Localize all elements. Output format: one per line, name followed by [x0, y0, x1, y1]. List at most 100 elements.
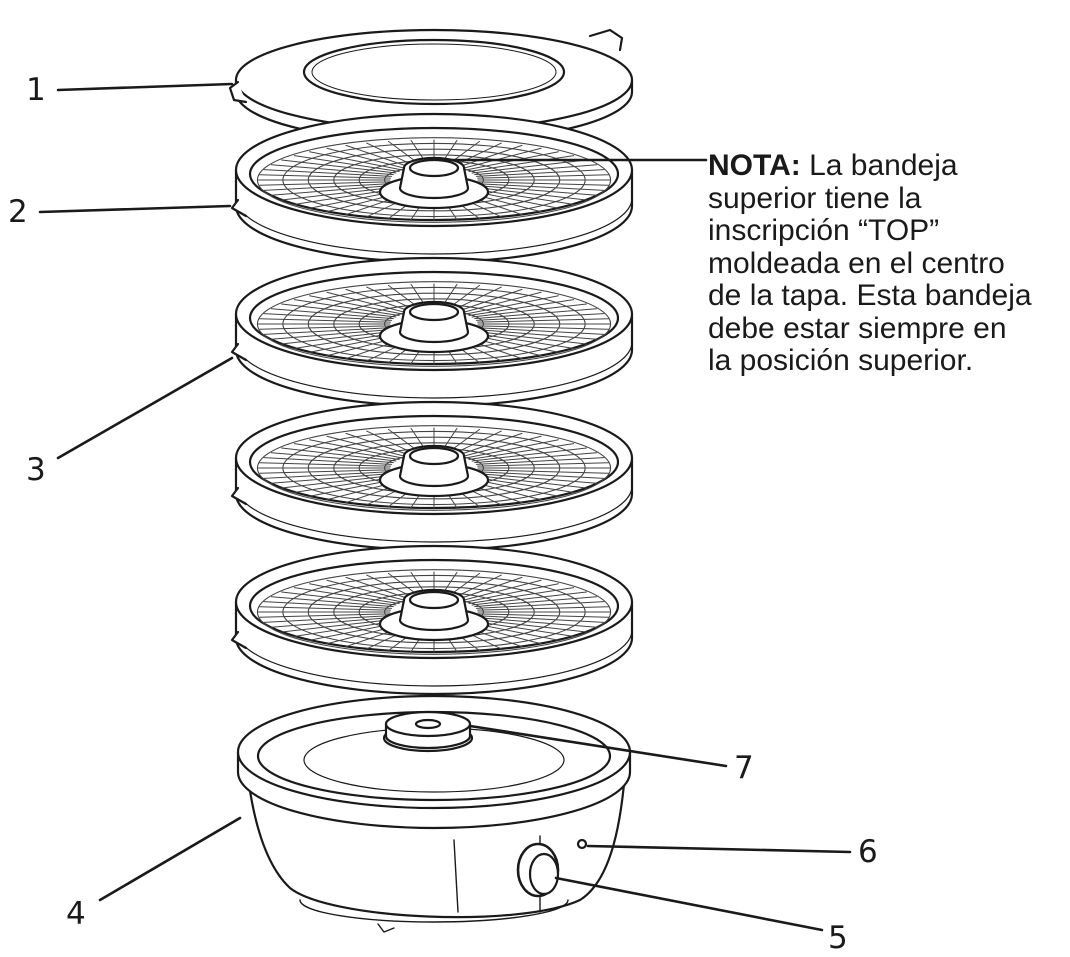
tray-mesh-spoke	[476, 471, 605, 479]
tray-mesh-spoke	[270, 184, 394, 196]
tray-mesh-spoke	[477, 469, 609, 474]
tray-mesh-ring	[256, 281, 612, 367]
note-line-0: NOTA: La bandeja	[708, 149, 1070, 183]
tray-mesh-spoke	[293, 587, 400, 604]
tray-mesh-spoke	[259, 469, 391, 474]
tray-hub-top	[408, 590, 460, 610]
tray-mesh-spoke	[471, 591, 587, 606]
tray-mesh-spoke	[455, 576, 523, 601]
tray-mesh-spoke	[474, 184, 598, 196]
tray-mesh-spoke	[281, 330, 397, 345]
lid-handle-left	[228, 80, 248, 104]
fan-hub-center	[414, 718, 442, 730]
tray-mesh-spoke	[270, 328, 394, 340]
tray-mesh-spoke	[270, 616, 394, 628]
tray-tab	[230, 198, 248, 218]
tray-4	[230, 544, 634, 696]
callout-number-6: 6	[858, 834, 878, 870]
tray-mesh-spoke	[460, 579, 542, 602]
tray-mesh-spoke	[263, 601, 392, 609]
tray-ridge	[235, 485, 633, 543]
tray-mesh-spoke	[464, 583, 559, 603]
tray-3	[230, 400, 634, 552]
tray-mesh-spoke	[309, 151, 404, 171]
callout-leader-6	[586, 844, 852, 854]
tray-mesh-spoke	[474, 616, 598, 628]
tray-mesh-spoke	[326, 291, 408, 314]
tray-mesh-spoke	[464, 439, 559, 459]
tray-mesh-spoke	[259, 613, 391, 618]
tray-mesh-spoke	[259, 174, 391, 179]
tray-mesh-spoke	[468, 155, 575, 172]
callout-number-3: 3	[26, 452, 46, 488]
tray-mesh-ring	[256, 425, 612, 511]
tray-mesh-ring	[256, 137, 612, 223]
tray-mesh-spoke	[281, 474, 397, 489]
temperature-knob-cap	[528, 852, 560, 896]
tray-mesh-spoke	[259, 181, 391, 186]
callout-leader-7	[468, 724, 728, 768]
tray-mesh-spoke	[270, 164, 394, 176]
tray-mesh-spoke	[476, 327, 605, 335]
tray-mesh-spoke	[476, 313, 605, 321]
tray-mesh-spoke	[471, 447, 587, 462]
tray-mesh-spoke	[281, 159, 397, 174]
lid-window	[302, 38, 566, 106]
tray-mesh-spoke	[309, 295, 404, 315]
tray-mesh-spoke	[471, 159, 587, 174]
note-line-2: inscripción “TOP”	[708, 214, 940, 247]
tray-ridge	[235, 197, 633, 255]
tray-mesh-spoke	[476, 615, 605, 623]
tray-mesh-spoke	[474, 328, 598, 340]
tray-mesh-ring	[256, 569, 612, 655]
tray-mesh-spoke	[270, 308, 394, 320]
tray-mesh-spoke	[476, 457, 605, 465]
tray-mesh-spoke	[471, 186, 587, 201]
tray-mesh-spoke	[468, 443, 575, 460]
tray-mesh-spoke	[263, 471, 392, 479]
lid-window-inner	[311, 43, 557, 101]
tray-mesh-spoke	[345, 576, 413, 601]
callout-number-1: 1	[26, 72, 46, 108]
tray-mesh-spoke	[345, 288, 413, 313]
tray-mesh-spoke	[474, 472, 598, 484]
callout-number-7: 7	[734, 750, 754, 786]
tray-mesh-spoke	[263, 169, 392, 177]
tray-mesh-spoke	[263, 183, 392, 191]
tray-mesh-spoke	[293, 443, 400, 460]
tray-mesh-spoke	[281, 591, 397, 606]
tray-mesh-spoke	[477, 174, 609, 179]
note-label: NOTA:	[708, 149, 801, 182]
tray-mesh-spoke	[474, 164, 598, 176]
tray-mesh-spoke	[455, 432, 523, 457]
tray-mesh-spoke	[345, 432, 413, 457]
tray-mesh-spoke	[293, 299, 400, 316]
callout-number-4: 4	[66, 896, 86, 932]
tray-mesh-spoke	[309, 439, 404, 459]
callout-leader-4	[98, 816, 242, 902]
tray-mesh-spoke	[293, 155, 400, 172]
note-line-3: moldeada en el centro	[708, 246, 1005, 280]
tray-mesh-spoke	[468, 587, 575, 604]
tray-mesh-spoke	[474, 452, 598, 464]
tray-mesh-spoke	[471, 474, 587, 489]
tray-mesh-spoke	[464, 295, 559, 315]
tray-mesh-spoke	[326, 435, 408, 458]
tray-mesh-spoke	[477, 318, 609, 323]
base-foot	[377, 923, 395, 933]
tray-mesh-spoke	[471, 303, 587, 318]
tray-mesh-spoke	[263, 327, 392, 335]
tray-mesh-spoke	[471, 618, 587, 633]
callout-leader-1	[56, 82, 234, 92]
tray-hub-top	[408, 446, 460, 466]
tray-mesh-spoke	[477, 613, 609, 618]
tray-mesh-spoke	[460, 147, 542, 170]
tray-mesh-spoke	[270, 472, 394, 484]
tray-1	[230, 112, 634, 264]
tray-mesh-spoke	[259, 606, 391, 611]
tray-mesh-spoke	[281, 186, 397, 201]
tray-2	[230, 256, 634, 408]
note-line-6: la posición superior.	[708, 344, 974, 377]
note-line-5: debe estar siempre en	[708, 311, 1007, 345]
callout-leader-5	[554, 876, 824, 932]
